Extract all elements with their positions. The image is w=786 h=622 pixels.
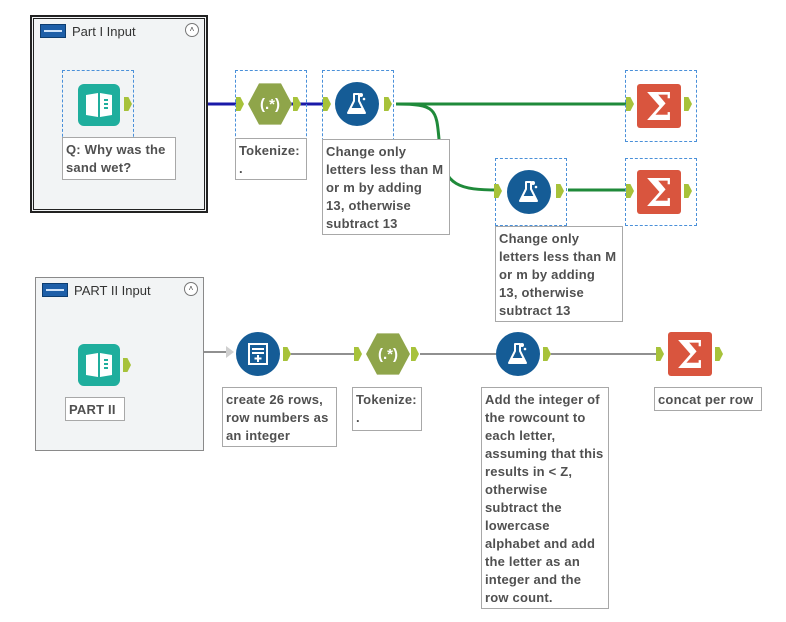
summarize-tool-1[interactable]: Σ xyxy=(637,83,681,129)
sigma-icon: Σ xyxy=(676,331,704,377)
annotation-concat: concat per row xyxy=(654,387,762,411)
input-anchor[interactable] xyxy=(323,97,331,111)
flask-icon xyxy=(519,181,538,202)
output-anchor[interactable] xyxy=(283,347,291,361)
output-anchor[interactable] xyxy=(684,184,692,198)
collapse-icon[interactable]: ˄ xyxy=(185,23,199,37)
input-anchor[interactable] xyxy=(626,97,634,111)
output-anchor[interactable] xyxy=(411,347,419,361)
summarize-tool-2[interactable]: Σ xyxy=(637,169,681,215)
summarize-tool-3[interactable]: Σ xyxy=(668,331,712,377)
output-anchor[interactable] xyxy=(384,97,392,111)
input-anchor[interactable] xyxy=(626,184,634,198)
container-part1-title: Part I Input xyxy=(72,23,136,39)
text-input-tool[interactable] xyxy=(78,84,120,126)
regex-icon: (.*) xyxy=(378,345,398,363)
annotation-tokenize-1: Tokenize: . xyxy=(235,138,307,180)
sigma-icon: Σ xyxy=(645,83,673,129)
annotation-tokenize-2: Tokenize: . xyxy=(352,387,422,431)
tool-selection-summarize-2 xyxy=(625,158,697,226)
tool-selection-summarize-1 xyxy=(625,70,697,142)
container-part2-title: PART II Input xyxy=(74,282,151,298)
input-anchor[interactable] xyxy=(236,97,244,111)
annotation-generate-rows: create 26 rows, row numbers as an intege… xyxy=(222,387,337,447)
book-icon xyxy=(86,353,112,377)
text-input-tool-2[interactable] xyxy=(78,344,120,386)
flask-icon xyxy=(347,93,366,114)
output-anchor[interactable] xyxy=(124,97,132,111)
output-anchor[interactable] xyxy=(556,184,564,198)
input-anchor[interactable] xyxy=(656,347,664,361)
annotation-add-rowcount: Add the integer of the rowcount to each … xyxy=(481,387,609,609)
generate-rows-icon xyxy=(248,343,268,365)
formula-tool-1[interactable] xyxy=(335,82,379,126)
output-anchor[interactable] xyxy=(293,97,301,111)
output-anchor[interactable] xyxy=(684,97,692,111)
container-part1-header[interactable]: Part I Input ˄ xyxy=(34,19,204,43)
output-anchor[interactable] xyxy=(715,347,723,361)
container-icon xyxy=(40,24,66,38)
container-icon xyxy=(42,283,68,297)
annotation-rot13-2: Change only letters less than M or m by … xyxy=(495,226,623,322)
formula-tool-3[interactable] xyxy=(496,332,540,376)
container-part2-header[interactable]: PART II Input ˄ xyxy=(36,278,203,302)
input-anchor[interactable] xyxy=(354,347,362,361)
annotation-part2-input: PART II xyxy=(65,397,125,421)
annotation-q-input: Q: Why was the sand wet? xyxy=(62,137,176,180)
output-anchor[interactable] xyxy=(543,347,551,361)
collapse-icon[interactable]: ˄ xyxy=(184,282,198,296)
output-anchor[interactable] xyxy=(123,358,131,372)
generate-rows-tool[interactable] xyxy=(236,332,280,376)
formula-tool-2[interactable] xyxy=(507,170,551,214)
container-part1[interactable]: Part I Input ˄ xyxy=(30,15,208,213)
regex-icon: (.*) xyxy=(260,95,280,113)
sigma-icon: Σ xyxy=(645,169,673,215)
flask-icon xyxy=(508,343,527,364)
book-icon xyxy=(86,93,112,117)
input-anchor[interactable] xyxy=(494,184,502,198)
annotation-rot13-1: Change only letters less than M or m by … xyxy=(322,139,450,235)
regex-tool-2[interactable]: (.*) xyxy=(366,333,410,375)
input-anchor[interactable] xyxy=(226,346,234,358)
